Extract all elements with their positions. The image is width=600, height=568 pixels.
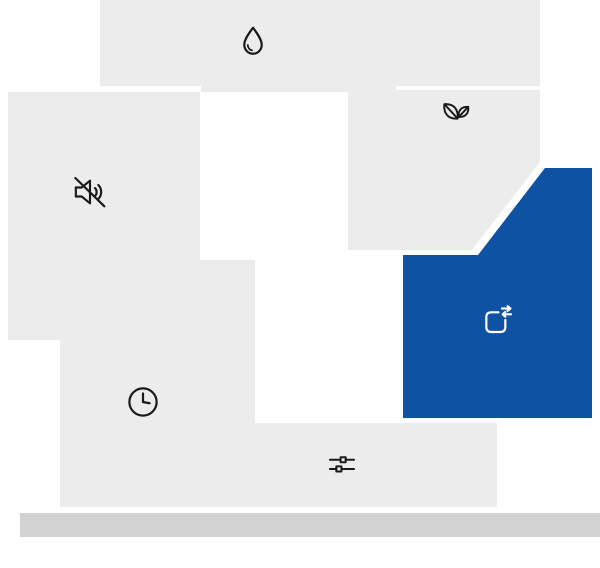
tile-settings[interactable] xyxy=(60,423,497,507)
leaves-icon xyxy=(438,94,474,130)
footer-bar xyxy=(20,513,600,537)
tile-water[interactable] xyxy=(100,0,540,86)
clock-icon xyxy=(124,383,162,421)
tile-time[interactable] xyxy=(60,260,255,423)
water-drop-icon xyxy=(234,23,272,61)
sliders-icon xyxy=(325,447,359,481)
square-swap-arrows-icon xyxy=(476,302,516,342)
tile-seam xyxy=(201,86,396,92)
speaker-muted-icon xyxy=(70,172,110,212)
